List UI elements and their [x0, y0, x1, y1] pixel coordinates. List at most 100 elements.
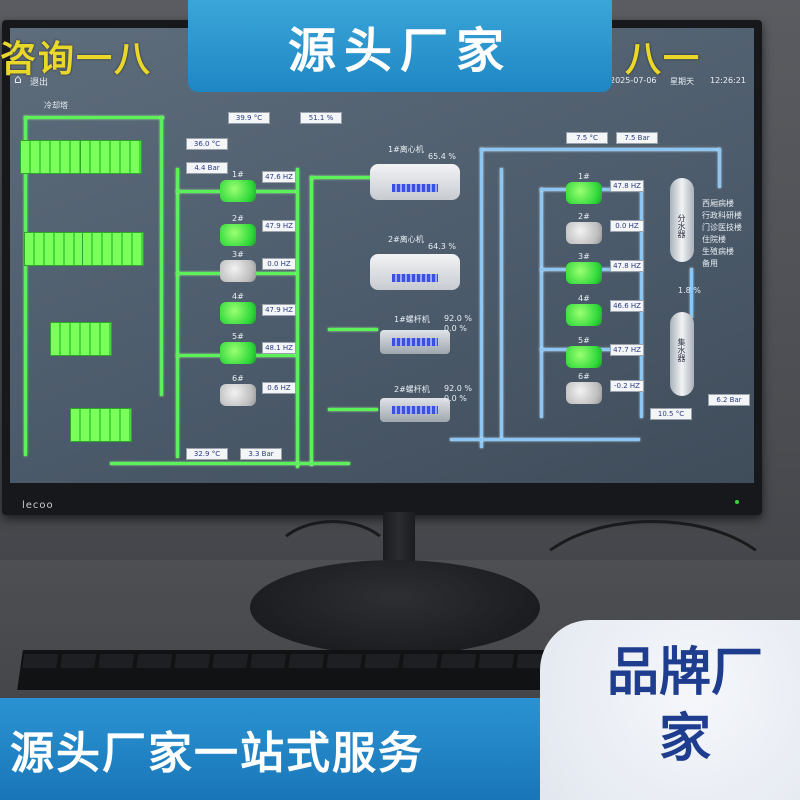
- screw-chiller-1-load2: 0.0 %: [444, 324, 467, 333]
- chilled-pump-5[interactable]: [566, 346, 602, 368]
- cooling-tower-2b[interactable]: [82, 232, 144, 266]
- screw-chiller-1-label: 1#螺杆机: [394, 315, 430, 324]
- outdoor-temp: 39.9 °C: [228, 112, 270, 124]
- cooling-pump-4-freq: 47.9 HZ: [262, 304, 296, 316]
- chilled-pump-1-freq: 47.8 HZ: [610, 180, 644, 192]
- cooling-pump-1-label: 1#: [232, 170, 244, 179]
- cooling-tower-4[interactable]: [70, 408, 132, 442]
- banner-title: 源头厂家: [287, 23, 512, 79]
- cooling-pump-3-freq: 0.0 HZ: [262, 258, 296, 270]
- water-collector-tank[interactable]: [670, 312, 694, 396]
- weekday-display: 星期天: [670, 77, 694, 86]
- screw-chiller-2[interactable]: [380, 398, 450, 422]
- pipe: [160, 116, 163, 396]
- cooling-pump-6[interactable]: [220, 384, 256, 406]
- pipe: [310, 176, 380, 179]
- keyboard: [17, 650, 583, 690]
- home-icon[interactable]: ⌂: [14, 72, 22, 86]
- chilled-supply-temp: 7.5 °C: [566, 132, 608, 144]
- cooling-tower-3[interactable]: [50, 322, 112, 356]
- time-display: 12:26:21: [710, 76, 746, 85]
- overlay-text-left: 咨询一八: [0, 39, 153, 80]
- chilled-pump-2-freq: 0.0 HZ: [610, 220, 644, 232]
- zone-label: 住院楼: [702, 235, 726, 244]
- brand-badge: [540, 620, 800, 800]
- zone-label: 行政科研楼: [702, 211, 742, 220]
- chilled-pump-4-label: 4#: [578, 294, 590, 303]
- centrifugal-chiller-2-label: 2#离心机: [388, 235, 424, 244]
- cooling-pump-5[interactable]: [220, 342, 256, 364]
- screw-chiller-1-load: 92.0 %: [444, 314, 472, 323]
- chilled-pump-2[interactable]: [566, 222, 602, 244]
- chilled-pump-5-label: 5#: [578, 336, 590, 345]
- top-banner: 源头厂家: [188, 0, 612, 92]
- screw-chiller-2-load2: 0.0 %: [444, 394, 467, 403]
- cooling-pump-6-freq: 0.6 HZ: [262, 382, 296, 394]
- pipe: [690, 268, 693, 318]
- cooling-pump-2[interactable]: [220, 224, 256, 246]
- chilled-pump-3-label: 3#: [578, 252, 590, 261]
- chilled-pump-6-label: 6#: [578, 372, 590, 381]
- chilled-pump-6-freq: -0.2 HZ: [610, 380, 644, 392]
- water-distributor-tank[interactable]: [670, 178, 694, 262]
- pipe: [500, 168, 503, 438]
- cooling-pump-5-label: 5#: [232, 332, 244, 341]
- pipe: [24, 116, 27, 456]
- cooling-pump-3[interactable]: [220, 260, 256, 282]
- pipe: [540, 188, 543, 418]
- centrifugal-chiller-1[interactable]: [370, 164, 460, 200]
- cooling-tower-label: 冷却塔: [44, 101, 68, 110]
- screw-chiller-2-label: 2#螺杆机: [394, 385, 430, 394]
- cooling-tower-2[interactable]: [24, 232, 86, 266]
- supply-temp-1: 36.0 °C: [186, 138, 228, 150]
- bottom-slogan: 源头厂家一站式服务: [10, 728, 424, 779]
- screw-chiller-2-load: 92.0 %: [444, 384, 472, 393]
- pipe: [718, 148, 721, 188]
- chilled-pump-4-freq: 46.6 HZ: [610, 300, 644, 312]
- pipe: [310, 176, 313, 466]
- outdoor-humidity: 51.1 %: [300, 112, 342, 124]
- chilled-pump-4[interactable]: [566, 304, 602, 326]
- centrifugal-chiller-2[interactable]: [370, 254, 460, 290]
- bypass-pct: 1.8 %: [678, 286, 701, 295]
- cable: [520, 520, 786, 676]
- chilled-pump-6[interactable]: [566, 382, 602, 404]
- zone-label: 生殖病楼: [702, 247, 734, 256]
- centrifugal-chiller-1-label: 1#离心机: [388, 145, 424, 154]
- supply-pressure-1: 4.4 Bar: [186, 162, 228, 174]
- centrifugal-chiller-2-load: 64.3 %: [428, 242, 456, 251]
- chilled-supply-pressure: 7.5 Bar: [616, 132, 658, 144]
- pipe: [480, 148, 720, 151]
- chilled-return-temp: 10.5 °C: [650, 408, 692, 420]
- cooling-pump-4[interactable]: [220, 302, 256, 324]
- zone-label: 门诊医技楼: [702, 223, 742, 232]
- pipe: [328, 408, 378, 411]
- chilled-pump-3[interactable]: [566, 262, 602, 284]
- water-collector-label: 集水器: [677, 338, 686, 362]
- overlay-text-right: 八一: [625, 39, 702, 80]
- cooling-pump-4-label: 4#: [232, 292, 244, 301]
- cooling-pump-3-label: 3#: [232, 250, 244, 259]
- pipe: [176, 168, 179, 458]
- centrifugal-chiller-1-load: 65.4 %: [428, 152, 456, 161]
- pipe: [328, 328, 378, 331]
- cable: [270, 520, 396, 606]
- monitor-brand-logo: lecoo: [22, 500, 54, 511]
- cooling-pump-2-label: 2#: [232, 214, 244, 223]
- bottom-slogan-bar: 源头厂家一站式服务: [0, 698, 540, 800]
- date-display: 2025-07-06: [610, 76, 657, 85]
- cooling-pump-1-freq: 47.6 HZ: [262, 171, 296, 183]
- scada-screen: ⌂ 退出 2025-07-06 星期天 12:26:21 冷却塔 39.9 °C…: [10, 28, 754, 483]
- screw-chiller-1[interactable]: [380, 330, 450, 354]
- zone-label: 备用: [702, 259, 718, 268]
- chilled-pump-5-freq: 47.7 HZ: [610, 344, 644, 356]
- exit-button[interactable]: 退出: [30, 78, 49, 88]
- chilled-pump-3-freq: 47.8 HZ: [610, 260, 644, 272]
- cooling-tower-1[interactable]: [20, 140, 82, 174]
- cooling-pump-1[interactable]: [220, 180, 256, 202]
- cooling-pump-2-freq: 47.9 HZ: [262, 220, 296, 232]
- cooling-pump-5-freq: 48.1 HZ: [262, 342, 296, 354]
- cooling-tower-1b[interactable]: [80, 140, 142, 174]
- return-temp-bottom: 32.9 °C: [186, 448, 228, 460]
- chilled-pump-1[interactable]: [566, 182, 602, 204]
